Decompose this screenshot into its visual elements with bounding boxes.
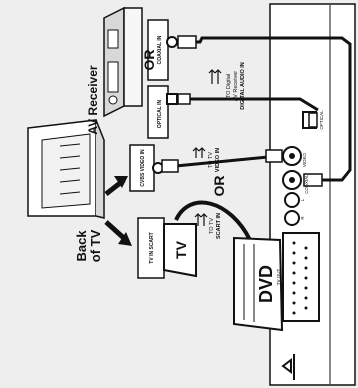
cvbs-video-in-label: CVBS VIDEO IN [140,149,146,187]
coaxial-in-label: COAXIAL IN [157,35,163,64]
coaxial-plug-dvd [303,173,323,187]
optical-in-plate [147,85,169,139]
tv-to-scart-arrow [104,220,128,242]
av-receiver-label: AV Receiver [86,65,100,134]
video-cable [175,154,279,168]
to-tv-scart-label-1: TO TV [209,218,215,234]
video-plug-tv [161,159,179,173]
up-arrow-digital-icon [208,69,222,84]
optical-in-label: OPTICAL IN [157,99,163,128]
panel-l-label: L [300,198,305,201]
coaxial-cable [178,36,352,182]
video-plug-dvd [265,149,283,163]
cvbs-video-in-plate [129,144,155,192]
coaxial-in-plate [147,19,169,81]
to-digital-label-1: TO Digital [226,74,232,98]
or-label-middle: OR [211,176,227,197]
optical-plug-dvd [308,112,318,128]
optical-plug-receiver [177,93,191,105]
optical-cable [186,97,319,112]
up-arrow-scart-icon [194,213,208,226]
to-tv-video-label-1: TO TV [208,152,214,168]
tv-in-scart-plate [137,217,165,279]
panel-optical-label: OPTICAL [319,110,324,130]
optical-in-jack [166,93,178,105]
av-receiver-device [103,6,143,118]
ground-screw-icon [281,354,295,380]
panel-scart-port [282,232,320,322]
scart-plug-tv [163,223,197,278]
tv-plug-label: TV [173,240,189,259]
panel-r-label: R [300,216,305,220]
panel-video-jack [282,146,302,166]
panel-audio-jacks [284,192,300,226]
up-arrow-video-icon [192,147,206,158]
dvd-plug-label: DVD [256,265,276,303]
coaxial-in-jack [166,36,178,48]
to-digital-label-2: AV Receiver [233,71,239,101]
or-label-top: OR [141,50,157,71]
to-tv-video-label-2: VIDEO IN [215,148,221,172]
back-of-tv-label-2: of TV [88,229,103,262]
tv-to-scart-arrowhead [118,232,132,246]
back-of-tv-label-1: Back [74,230,89,262]
tv-to-video-arrowhead [114,176,128,188]
panel-coaxial-jack [282,170,302,190]
panel-tv-out-label: TV OUT [276,268,281,285]
digital-audio-in-label: DIGITAL AUDIO IN [240,62,246,110]
coaxial-plug-receiver [177,35,197,49]
scart-pins [292,241,308,315]
scart-plug-grip [243,244,255,322]
panel-video-label: VIDEO [302,153,307,168]
scart-cable [174,200,252,241]
scart-plug-dvd [233,236,284,332]
tv-back-device [27,119,105,219]
panel-coaxial-label: COAXIAL [304,174,309,194]
tv-in-scart-label: TV IN SCART [149,232,155,263]
to-tv-scart-label-2: SCART IN [216,213,222,239]
